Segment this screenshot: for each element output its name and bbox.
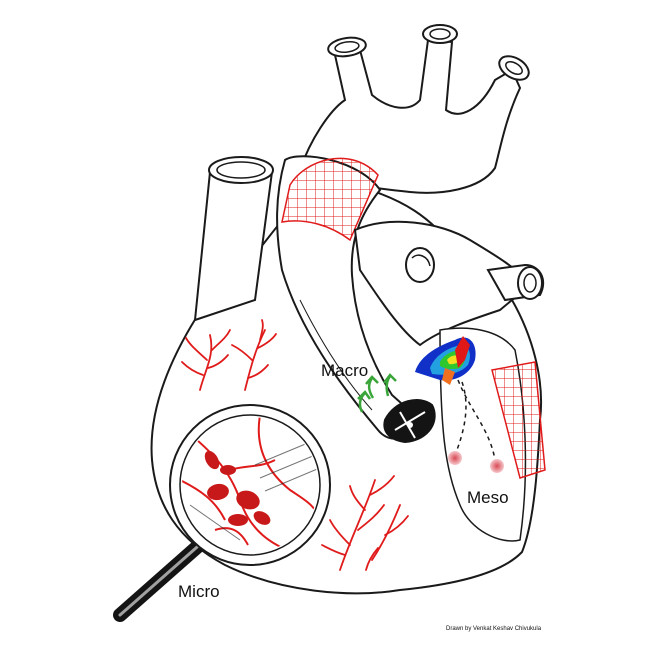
superior-vena-cava — [193, 156, 274, 322]
capillary-network — [181, 319, 277, 391]
meso-heatmap — [415, 336, 476, 385]
aortic-stent-grid — [281, 157, 379, 242]
meso-spot — [490, 459, 504, 473]
valve-icon — [383, 399, 436, 444]
credit-text: Drawn by Venkat Keshav Chivukula — [446, 626, 542, 632]
capillary-network — [321, 475, 409, 571]
ventricle-stent-grid — [491, 361, 546, 479]
label-micro: Micro — [178, 582, 220, 601]
pulmonary-artery — [353, 220, 545, 347]
aortic-arch — [298, 24, 530, 194]
green-flow-arrow-icon — [357, 373, 397, 413]
label-macro: Macro — [321, 361, 368, 380]
meso-spot — [448, 451, 462, 465]
label-meso: Meso — [467, 488, 509, 507]
magnifying-glass-icon — [113, 404, 331, 622]
meso-dashed-paths — [454, 379, 496, 461]
